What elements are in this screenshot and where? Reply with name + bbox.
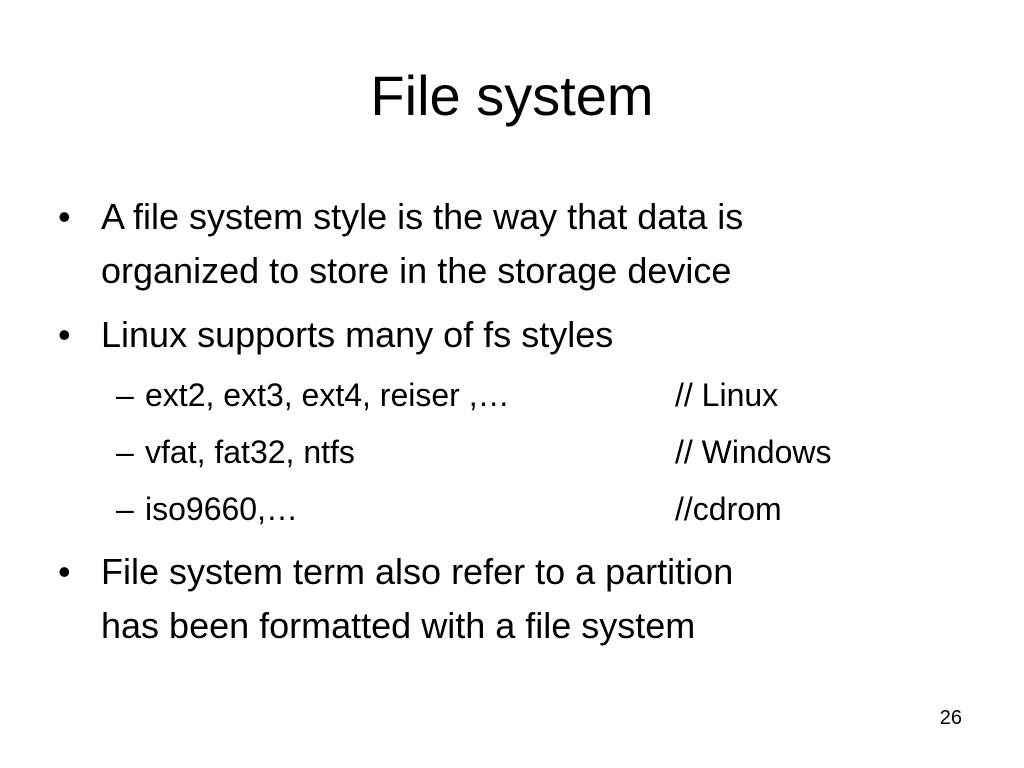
bullet-item-file-system-definition: • A file system style is the way that da…: [58, 190, 958, 298]
slide-title: File system: [370, 64, 654, 127]
subbullet-comment: // Linux: [675, 377, 779, 413]
bullet-line: A file system style is the way that data…: [101, 196, 744, 237]
subbullet-text: iso9660,…: [145, 491, 298, 527]
subbullet-text: vfat, fat32, ntfs: [145, 434, 355, 470]
bullet-mark: •: [58, 551, 71, 592]
bullet-mark: •: [58, 196, 71, 237]
subbullet-mark: –: [116, 377, 134, 413]
subbullet-mark: –: [116, 491, 134, 527]
bullet-line: File system term also refer to a partiti…: [101, 551, 734, 592]
bullet-line: has been formatted with a file system: [101, 605, 696, 646]
bullet-item-linux-supports: • Linux supports many of fs styles: [58, 308, 958, 362]
bullet-mark: •: [58, 314, 71, 355]
subbullet-comment: // Windows: [675, 434, 832, 470]
page-number: 26: [939, 707, 962, 729]
bullet-item-partition-term: • File system term also refer to a parti…: [58, 545, 958, 653]
subbullet-text: ext2, ext3, ext4, reiser ,…: [145, 377, 510, 413]
subbullet-comment: //cdrom: [675, 491, 782, 527]
bullet-line: Linux supports many of fs styles: [101, 314, 614, 355]
bullet-line: organized to store in the storage device: [101, 250, 732, 291]
subbullet-mark: –: [116, 434, 134, 470]
